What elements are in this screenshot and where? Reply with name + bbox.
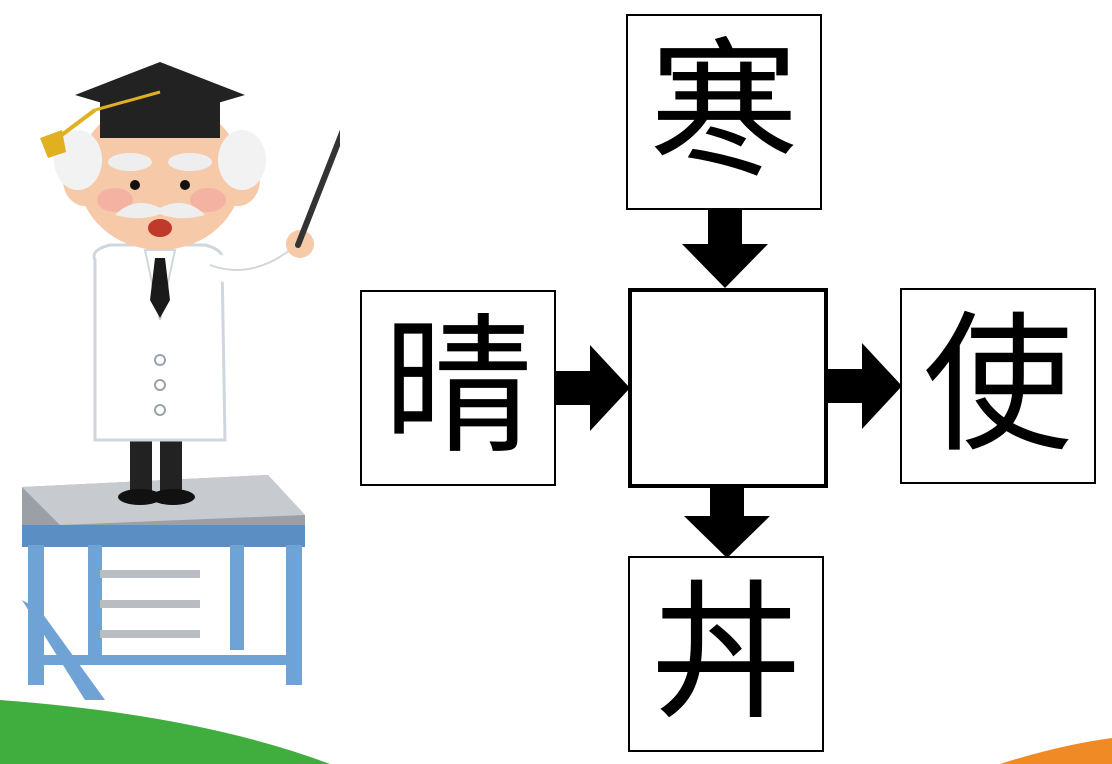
arrow-down-icon <box>682 210 768 288</box>
arrow-right-icon <box>556 345 630 431</box>
kanji-box-bottom: 丼 <box>628 556 824 752</box>
kanji-box-right: 使 <box>900 288 1096 484</box>
pointer-stick-icon <box>295 129 340 248</box>
kanji-box-left: 晴 <box>360 290 556 486</box>
orange-stripe <box>1000 738 1112 764</box>
arrow-right-icon <box>828 343 902 429</box>
arrow-down-icon <box>684 486 770 558</box>
table-icon <box>22 475 305 700</box>
professor-illustration <box>22 62 340 700</box>
kanji-box-top: 寒 <box>626 14 822 210</box>
kanji-box-center-answer[interactable] <box>628 288 828 488</box>
green-stripe <box>0 700 330 764</box>
